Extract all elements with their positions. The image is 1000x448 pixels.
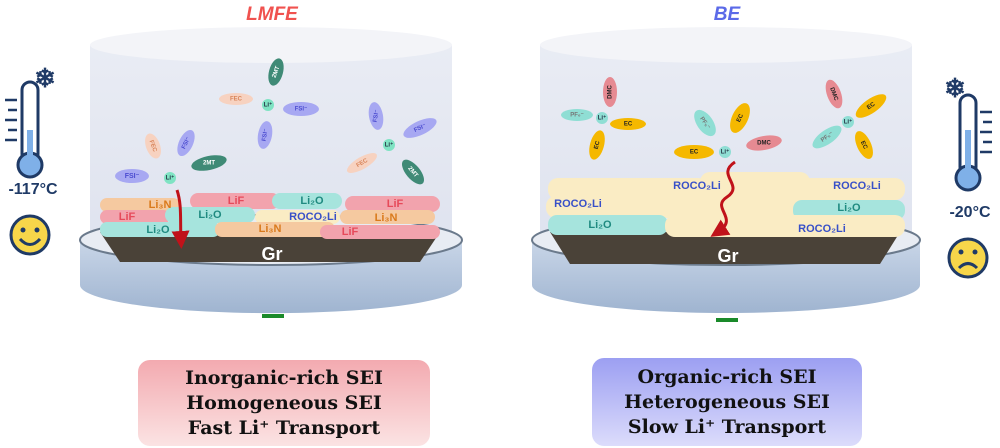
- svg-text:FSI⁻: FSI⁻: [373, 109, 381, 122]
- right-temperature: -20°C: [949, 204, 991, 221]
- solvation-cluster: Li⁺ DMC EC PF₆⁻ EC: [812, 79, 887, 159]
- snowflake-icon: ❄: [944, 73, 966, 103]
- solvation-cluster: Li⁺ FEC FSI⁻ FSI⁻ 2MT: [219, 58, 319, 149]
- sei-li2o: Li₂O: [837, 202, 861, 214]
- sei-lif: LiF: [387, 198, 404, 210]
- sei-li2o: Li₂O: [588, 219, 612, 231]
- li-transport-arrow: [710, 160, 736, 237]
- svg-text:FSI⁻: FSI⁻: [295, 107, 308, 113]
- svg-text:FSI⁻: FSI⁻: [262, 128, 270, 141]
- svg-text:FEC: FEC: [230, 97, 243, 103]
- graphite-anode: [550, 232, 900, 264]
- sei-li2o: Li₂O: [198, 209, 222, 221]
- svg-text:PF₆⁻: PF₆⁻: [570, 113, 584, 119]
- svg-text:FEC: FEC: [356, 158, 370, 170]
- sei-layers: Li₃N LiF Li₂O LiF LiF Li₂O ROCO₂Li Li₃N …: [100, 193, 440, 239]
- svg-text:Li⁺: Li⁺: [166, 175, 175, 182]
- happy-face-icon: [9, 214, 51, 256]
- be-title: BE: [714, 4, 742, 25]
- summary-line: Inorganic-rich SEI: [185, 366, 383, 389]
- sei-roco2li: ROCO₂Li: [289, 211, 337, 223]
- lmfe-cell: LMFE Gr Li₃N LiF Li₂O LiF LiF Li₂O R: [79, 4, 463, 318]
- be-summary-box: Organic-rich SEI Heterogeneous SEI Slow …: [592, 358, 862, 446]
- snowflake-icon: ❄: [34, 63, 56, 93]
- sei-roco2li: ROCO₂Li: [798, 223, 846, 235]
- svg-text:2MT: 2MT: [203, 161, 215, 167]
- summary-line: Organic-rich SEI: [637, 365, 817, 388]
- thermometer-icon: [954, 93, 992, 192]
- svg-text:Li⁺: Li⁺: [598, 115, 607, 122]
- svg-text:Li⁺: Li⁺: [385, 142, 394, 149]
- summary-line: Fast Li⁺ Transport: [187, 416, 381, 439]
- lmfe-summary-box: Inorganic-rich SEI Homogeneous SEI Fast …: [138, 360, 430, 446]
- svg-text:EC: EC: [690, 150, 699, 156]
- svg-text:EC: EC: [594, 140, 602, 150]
- svg-text:FSI⁻: FSI⁻: [181, 136, 192, 150]
- svg-text:DMC: DMC: [608, 85, 614, 99]
- minus-sign: [262, 314, 284, 318]
- summary-line: Slow Li⁺ Transport: [627, 415, 827, 438]
- minus-sign: [716, 318, 738, 322]
- left-temperature: -117°C: [8, 181, 58, 198]
- cylinder-top: [90, 27, 452, 63]
- svg-text:FEC: FEC: [148, 140, 158, 154]
- solvation-cluster: Li⁺ PF₆⁻ DMC EC EC: [561, 77, 646, 160]
- svg-text:Li⁺: Li⁺: [844, 119, 853, 126]
- sei-lif: LiF: [228, 195, 245, 207]
- sei-roco2li: ROCO₂Li: [554, 198, 602, 210]
- thermometer-icon: [5, 80, 44, 179]
- sei-li2o: Li₂O: [300, 195, 324, 207]
- be-cell: BE Gr ROCO₂Li ROCO₂Li ROCO₂Li Li₂O Li₂O …: [531, 4, 921, 322]
- sei-roco2li: ROCO₂Li: [833, 180, 881, 192]
- svg-text:Li⁺: Li⁺: [721, 149, 730, 156]
- anode-label: Gr: [717, 246, 738, 266]
- sei-roco2li: ROCO₂Li: [673, 180, 721, 192]
- svg-text:EC: EC: [736, 113, 745, 124]
- svg-text:FSI⁻: FSI⁻: [125, 173, 140, 180]
- svg-text:DMC: DMC: [757, 141, 771, 147]
- sei-li3n: Li₃N: [375, 212, 398, 224]
- solvation-cluster: Li⁺ PF₆⁻ EC DMC EC: [674, 103, 782, 159]
- svg-text:Li⁺: Li⁺: [264, 102, 273, 109]
- sei-lif: LiF: [119, 211, 136, 223]
- sei-li3n: Li₃N: [149, 199, 172, 211]
- svg-text:2MT: 2MT: [272, 65, 282, 79]
- sei-lif: LiF: [342, 226, 359, 238]
- sad-face-icon: [947, 237, 989, 279]
- svg-text:DMC: DMC: [828, 87, 839, 103]
- svg-text:EC: EC: [624, 122, 633, 128]
- glass-cylinder: [90, 45, 452, 245]
- sei-li2o: Li₂O: [146, 224, 170, 236]
- anode-label: Gr: [261, 244, 282, 264]
- li-transport-arrow: [171, 189, 190, 249]
- svg-text:EC: EC: [859, 140, 868, 151]
- lmfe-title: LMFE: [246, 4, 299, 25]
- solvation-cluster: Li⁺ FSI⁻ FEC FSI⁻ 2MT: [115, 129, 227, 184]
- summary-line: Homogeneous SEI: [186, 391, 382, 414]
- sei-li3n: Li₃N: [259, 223, 282, 235]
- svg-text:EC: EC: [866, 101, 877, 111]
- summary-line: Heterogeneous SEI: [624, 390, 830, 413]
- svg-text:FSI⁻: FSI⁻: [413, 123, 427, 134]
- solvation-cluster: Li⁺ FSI⁻ FSI⁻ FEC 2MT: [346, 102, 437, 185]
